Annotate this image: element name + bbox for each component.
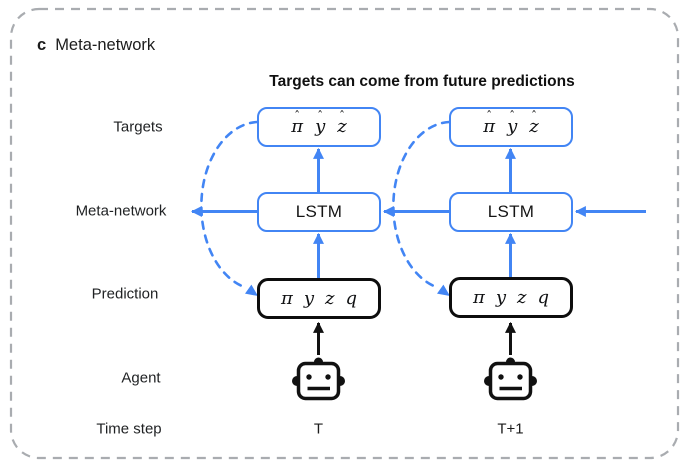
panel-title: Meta-network: [55, 36, 156, 54]
q-symbol: q: [345, 287, 358, 309]
robot-icon: [290, 355, 347, 401]
hat-mark: ˆ: [317, 109, 324, 123]
y-symbol: y: [303, 287, 314, 309]
symbol-letter: π: [280, 287, 293, 309]
prediction-box-t: π y z q: [257, 278, 381, 319]
symbol-letter: π: [472, 286, 485, 308]
symbol-letter: z: [529, 116, 539, 137]
hat-mark: ˆ: [339, 109, 345, 123]
row-label-meta-network: Meta-network: [75, 202, 167, 220]
symbol-letter: z: [517, 286, 527, 308]
pi-symbol: π: [280, 287, 293, 309]
lstm-box-t1: LSTM: [449, 192, 573, 232]
symbol-letter: y: [315, 116, 326, 137]
symbol-letter: π: [483, 116, 496, 137]
row-label-agent: Agent: [121, 369, 161, 387]
lstm-label: LSTM: [295, 202, 343, 221]
time-step-value-t1: T+1: [497, 420, 524, 438]
row-label-prediction: Prediction: [91, 285, 159, 303]
dashed-feedback-arrowhead-t: [245, 284, 258, 296]
prediction-box-t1: π y z q: [449, 277, 573, 318]
hat-mark: ˆ: [486, 109, 493, 123]
symbol-letter: z: [337, 116, 347, 137]
symbol-letter: y: [507, 116, 518, 137]
hat-mark: ˆ: [509, 109, 516, 123]
panel-index-label: c: [37, 36, 47, 54]
dashed-feedback-arrowhead-t1: [437, 284, 450, 296]
symbol-letter: z: [325, 287, 335, 309]
symbol-letter: y: [495, 286, 506, 308]
hat-mark: ˆ: [294, 109, 301, 123]
z-symbol: z: [325, 287, 335, 309]
z-symbol: z: [517, 286, 527, 308]
row-label-targets: Targets: [113, 118, 163, 136]
symbol-letter: π: [291, 116, 304, 137]
time-step-value-t: T: [313, 420, 324, 438]
symbol-letter: q: [537, 286, 550, 308]
hat-mark: ˆ: [531, 109, 537, 123]
diagram-subtitle: Targets can come from future predictions: [269, 73, 575, 90]
panel-heading: c Meta-network: [37, 36, 155, 55]
row-label-time-step: Time step: [96, 420, 162, 438]
lstm-label: LSTM: [487, 202, 535, 221]
robot-icon-t1: [482, 355, 539, 401]
symbol-letter: y: [303, 287, 314, 309]
y-symbol: y: [495, 286, 506, 308]
dashed-feedback-arc-t1: [392, 120, 451, 290]
symbol-letter: q: [345, 287, 358, 309]
pi-symbol: π: [472, 286, 485, 308]
q-symbol: q: [537, 286, 550, 308]
lstm-box-t: LSTM: [257, 192, 381, 232]
dashed-feedback-arc-t: [200, 120, 259, 290]
panel-dashed-border: [9, 7, 680, 460]
